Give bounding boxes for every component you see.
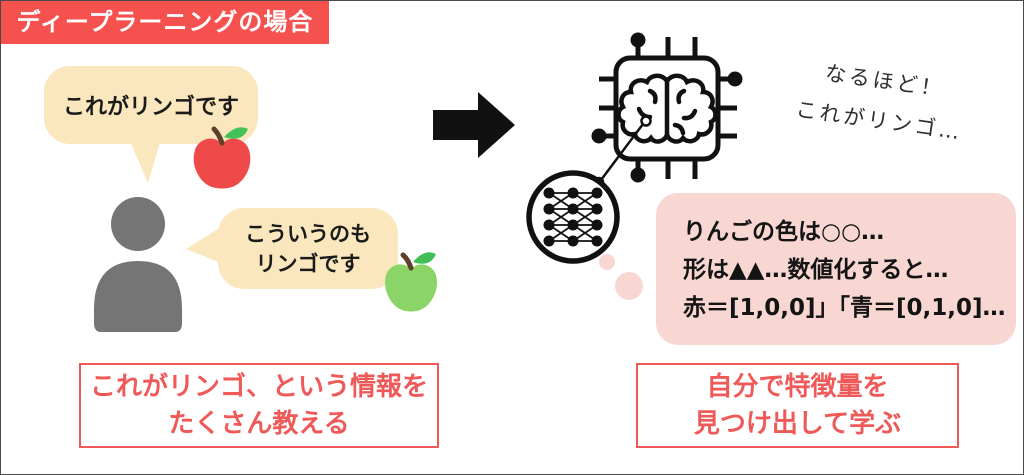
- caption-teaching: これがリンゴ、という情報を たくさん教える: [79, 363, 439, 448]
- person-icon: [94, 197, 182, 332]
- caption-learning: 自分で特徴量を 見つけ出して学ぶ: [636, 363, 959, 448]
- thought-dots-icon: [599, 254, 643, 300]
- green-apple-icon: [385, 252, 437, 312]
- title-badge: ディープラーニングの場合: [1, 1, 329, 44]
- neural-network-magnifier-icon: [526, 170, 620, 264]
- analysis-line3: 赤＝[1,0,0]」「青＝[0,1,0]…: [683, 295, 1006, 321]
- caption-learning-line1: 自分で特徴量を: [706, 371, 889, 402]
- right-arrow-icon: [433, 92, 515, 158]
- speech-bubble-top-text: これがリンゴです: [62, 95, 239, 120]
- speech-bubble-bottom-tail-icon: [186, 227, 221, 263]
- thought-text: なるほど！ これがリンゴ…: [784, 48, 979, 153]
- speech-bubble-bottom-line2: リンゴです: [255, 251, 361, 276]
- brain-chip-icon: [526, 32, 743, 300]
- speech-bubble-top-tail-icon: [129, 139, 161, 183]
- caption-learning-line2: 見つけ出して学ぶ: [693, 408, 902, 439]
- analysis-box: りんごの色は○○… 形は▲▲…数値化すると… 赤＝[1,0,0]」「青＝[0,1…: [656, 193, 1016, 345]
- red-apple-icon: [193, 126, 251, 189]
- analysis-line1: りんごの色は○○…: [683, 219, 885, 245]
- caption-teaching-line2: たくさん教える: [168, 408, 350, 439]
- speech-bubble-bottom-line1: こういうのも: [245, 221, 371, 246]
- analysis-line2: 形は▲▲…数値化すると…: [683, 257, 949, 283]
- speech-bubble-bottom: こういうのも リンゴです: [218, 208, 398, 289]
- speech-bubble-top: これがリンゴです: [44, 66, 258, 144]
- caption-teaching-line1: これがリンゴ、という情報を: [89, 371, 428, 402]
